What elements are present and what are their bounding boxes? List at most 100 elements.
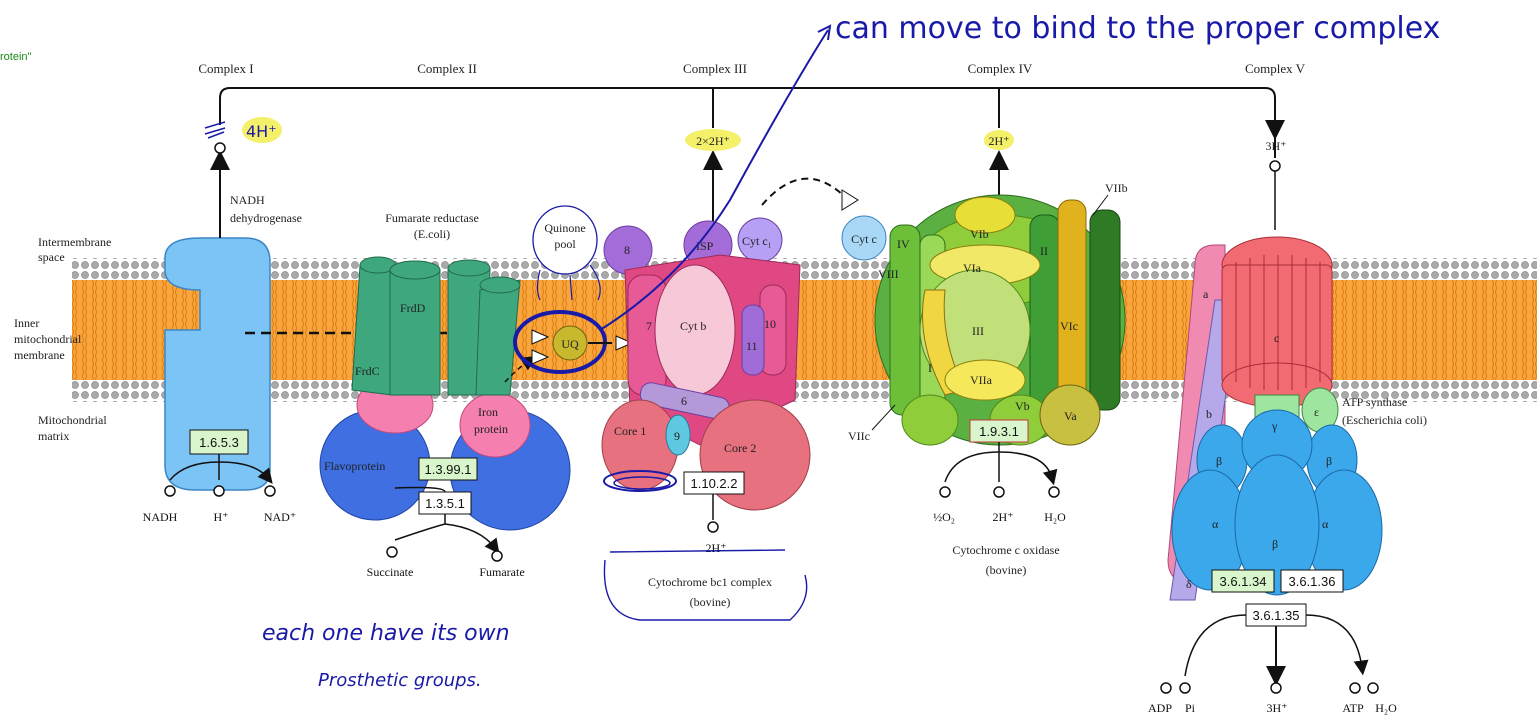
cytochrome-bc1-label: Cytochrome bc1 complex bbox=[648, 575, 772, 589]
matrix-label-2: matrix bbox=[38, 429, 69, 443]
complex-iv-proton-in: 2H⁺ bbox=[993, 510, 1014, 524]
ec-1-3-99-1[interactable]: 1.3.99.1 bbox=[419, 458, 477, 480]
atp-product: ATP bbox=[1342, 701, 1364, 715]
frdd-label: FrdD bbox=[400, 301, 426, 315]
fumarate-reductase-label: Fumarate reductase bbox=[385, 211, 479, 225]
flavoprotein-label: Flavoprotein bbox=[324, 459, 385, 473]
subunit-viic-label: VIIc bbox=[848, 429, 870, 443]
atp-synthase-label-2: (Escherichia coli) bbox=[1342, 413, 1427, 427]
svg-text:1.10.2.2: 1.10.2.2 bbox=[691, 476, 738, 491]
subunit-11-label: 11 bbox=[746, 339, 758, 353]
svg-text:3.6.1.36: 3.6.1.36 bbox=[1289, 574, 1336, 589]
isp-label: ISP bbox=[696, 239, 714, 253]
subunit-viii-label: VIII bbox=[878, 267, 899, 281]
subunit-delta-label: δ bbox=[1186, 577, 1192, 591]
ec-1-3-5-1[interactable]: 1.3.5.1 bbox=[419, 492, 471, 514]
annotation-bottom-line1: each one have its own bbox=[262, 621, 510, 646]
svg-text:3.6.1.34: 3.6.1.34 bbox=[1220, 574, 1267, 589]
nad-plus-product: NAD⁺ bbox=[264, 510, 296, 524]
succinate-substrate: Succinate bbox=[367, 565, 414, 579]
ec-1-9-3-1[interactable]: 1.9.3.1 bbox=[970, 420, 1028, 442]
cytochrome-c-oxidase-label: Cytochrome c oxidase bbox=[952, 543, 1059, 557]
proton-flow-lines bbox=[220, 88, 1275, 130]
subunit-8-label: 8 bbox=[624, 243, 630, 257]
complex-v: 3H⁺ a c b γ ε β β β α α δ bbox=[1148, 130, 1427, 715]
subunit-beta-2-label: β bbox=[1326, 454, 1332, 468]
subunit-ii-label: II bbox=[1040, 244, 1048, 258]
complex-iv-proton-label: 2H⁺ bbox=[989, 134, 1010, 148]
svg-text:1.9.3.1: 1.9.3.1 bbox=[979, 424, 1019, 439]
subunit-vb-label: Vb bbox=[1015, 399, 1030, 413]
cyt-b-label: Cyt b bbox=[680, 319, 706, 333]
core-1-label: Core 1 bbox=[614, 424, 646, 438]
fumarate-product: Fumarate bbox=[479, 565, 524, 579]
subunit-vib-label: VIb bbox=[970, 227, 989, 241]
inner-membrane-label-2: mitochondrial bbox=[14, 332, 82, 346]
cyt-c1-label: Cyt c₁ bbox=[742, 234, 772, 248]
complex-i-label: Complex I bbox=[198, 61, 253, 76]
subunit-beta-1-label: β bbox=[1216, 454, 1222, 468]
inner-membrane-label-3: membrane bbox=[14, 348, 65, 362]
intermembrane-label-2: space bbox=[38, 250, 65, 264]
subunit-vic-label: VIc bbox=[1060, 319, 1078, 333]
ec-1-10-2-2[interactable]: 1.10.2.2 bbox=[684, 472, 744, 494]
complex-iii-label: Complex III bbox=[683, 61, 747, 76]
complex-iii-proton-label: 2×2H⁺ bbox=[696, 134, 730, 148]
svg-text:1.6.5.3: 1.6.5.3 bbox=[199, 435, 239, 450]
half-o2-substrate: ½O₂ bbox=[933, 510, 955, 524]
subunit-10-label: 10 bbox=[764, 317, 776, 331]
complex-v-proton-in: 3H⁺ bbox=[1267, 701, 1288, 715]
quinone-pool-label: Quinone bbox=[544, 221, 585, 235]
adp-substrate: ADP bbox=[1148, 701, 1172, 715]
subunit-iii-label: III bbox=[972, 324, 984, 338]
iron-protein-label-2: protein bbox=[474, 422, 508, 436]
nadh-substrate: NADH bbox=[143, 510, 178, 524]
subunit-beta-3-label: β bbox=[1272, 537, 1278, 551]
subunit-b-label: b bbox=[1206, 407, 1212, 421]
cytochrome-c-oxidase-label-2: (bovine) bbox=[986, 563, 1027, 577]
margin-note: rotein" bbox=[0, 51, 32, 63]
complex-v-proton-label: 3H⁺ bbox=[1266, 139, 1287, 153]
subunit-viia-label: VIIa bbox=[970, 373, 993, 387]
svg-text:1.3.99.1: 1.3.99.1 bbox=[425, 462, 472, 477]
matrix-label: Mitochondrial bbox=[38, 413, 107, 427]
intermembrane-label: Intermembrane bbox=[38, 235, 111, 249]
complex-iii: 2×2H⁺ 8 ISP Cyt c₁ 7 Cyt b 10 11 6 Core … bbox=[602, 129, 810, 620]
subunit-i-label: I bbox=[928, 361, 932, 375]
cytochrome-bc1-label-2: (bovine) bbox=[690, 595, 731, 609]
complex-i-proton-label: 4H⁺ bbox=[246, 122, 277, 141]
iron-protein-label: Iron bbox=[478, 405, 498, 419]
core-2-label: Core 2 bbox=[724, 441, 756, 455]
ec-3-6-1-35[interactable]: 3.6.1.35 bbox=[1246, 604, 1306, 626]
ubiquinone-label: UQ bbox=[561, 337, 579, 351]
complex-iv: 2H⁺ IV VIII VIb VIa II VIc III I VIIa Vb… bbox=[848, 130, 1128, 577]
atp-synthase-label: ATP synthase bbox=[1342, 395, 1407, 409]
complex-headers: Complex I Complex II Complex III Complex… bbox=[198, 61, 1305, 76]
subunit-va-label: Va bbox=[1064, 409, 1077, 423]
ec-3-6-1-36[interactable]: 3.6.1.36 bbox=[1281, 570, 1343, 592]
complex-v-label: Complex V bbox=[1245, 61, 1306, 76]
subunit-alpha-1-label: α bbox=[1212, 517, 1219, 531]
water-product: H₂O bbox=[1044, 510, 1066, 524]
complex-iii-proton-in: 2H⁺ bbox=[706, 541, 727, 555]
ec-3-6-1-34[interactable]: 3.6.1.34 bbox=[1212, 570, 1274, 592]
ec-1-6-5-3[interactable]: 1.6.5.3 bbox=[190, 430, 248, 454]
frdc-label: FrdC bbox=[355, 364, 380, 378]
annotation-bottom-line2: Prosthetic groups. bbox=[318, 670, 482, 691]
subunit-iv-label: IV bbox=[897, 237, 910, 251]
subunit-gamma-label: γ bbox=[1271, 419, 1278, 433]
subunit-7-label: 7 bbox=[646, 319, 652, 333]
svg-text:1.3.5.1: 1.3.5.1 bbox=[425, 496, 465, 511]
nadh-dehydrogenase-label-2: dehydrogenase bbox=[230, 211, 302, 225]
subunit-viib-label: VIIb bbox=[1105, 181, 1128, 195]
pi-substrate: Pi bbox=[1185, 701, 1196, 715]
water-product-v: H₂O bbox=[1375, 701, 1397, 715]
subunit-c-label: c bbox=[1274, 331, 1279, 345]
svg-text:3.6.1.35: 3.6.1.35 bbox=[1253, 608, 1300, 623]
subunit-9-label: 9 bbox=[674, 429, 680, 443]
subunit-6-label: 6 bbox=[681, 394, 687, 408]
cyt-c-label: Cyt c bbox=[851, 232, 877, 246]
subunit-via-label: VIa bbox=[963, 261, 982, 275]
subunit-epsilon-label: ε bbox=[1314, 405, 1319, 419]
